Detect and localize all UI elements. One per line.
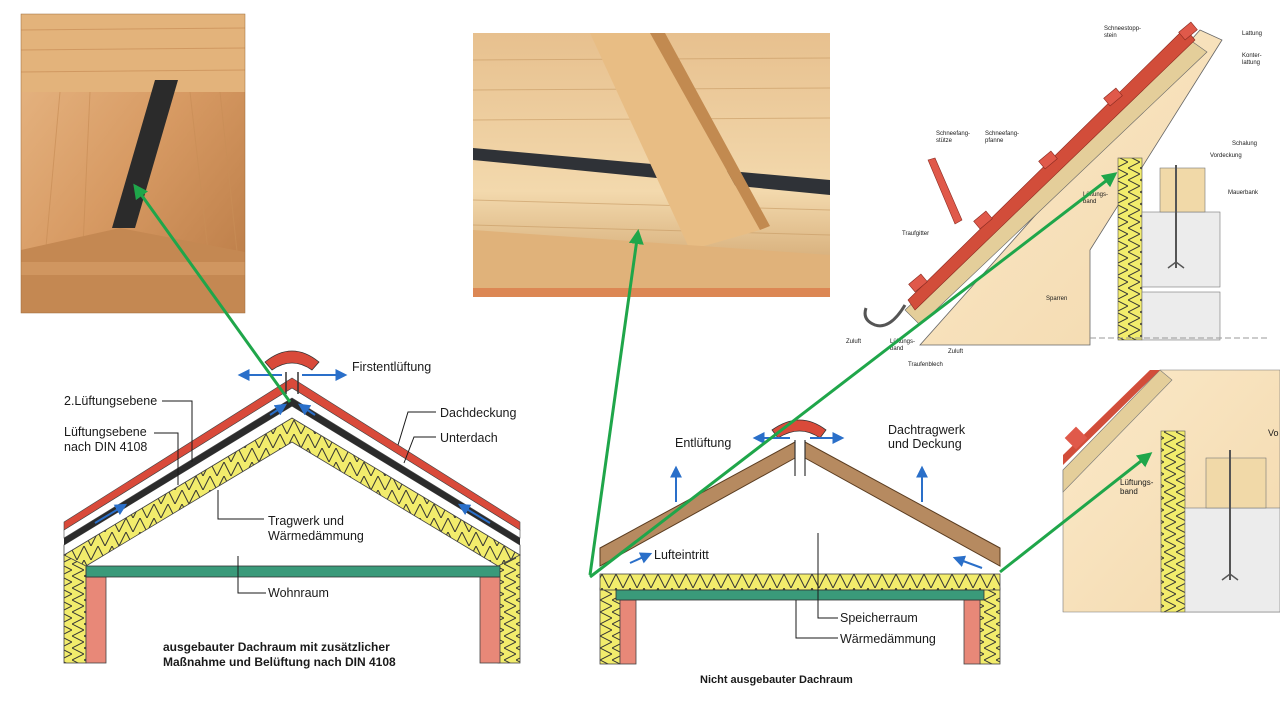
label-firstentlueftung: Firstentlüftung [352, 360, 431, 374]
arrow-to-detail-top [589, 172, 1118, 579]
photo-ceiling-middle [472, 33, 831, 297]
detail-bottom-labels: Lüftungs- band Vo [1120, 428, 1279, 496]
label-tragwerk-1: Tragwerk und [268, 514, 344, 528]
detail-top-labels: Schneestopp- stein Lattung Konter- lattu… [846, 26, 1262, 368]
label-lueftungsband-c2: band [1120, 487, 1138, 496]
label-schneestopp-2: stein [1104, 33, 1117, 39]
label-schneestopp-1: Schneestopp- [1104, 26, 1141, 32]
label-lueftungsebene-2: nach DIN 4108 [64, 440, 147, 454]
label-sparren: Sparren [1046, 296, 1067, 302]
label-traufgitter: Traufgitter [902, 231, 929, 237]
label-mauerbank: Mauerbank [1228, 190, 1259, 196]
label-lueftungsband-1: Lüftungs- [1083, 192, 1108, 198]
arrow-to-photo-middle [588, 229, 644, 576]
label-schneefangstuetze-2: stütze [936, 138, 953, 144]
caption-middle: Nicht ausgebauter Dachraum [700, 674, 853, 686]
label-traufenblech: Traufenblech [908, 362, 943, 368]
label-lueftungsband-b2: band [890, 346, 903, 352]
label-zuluft-1: Zuluft [846, 339, 861, 345]
caption-left-2: Maßnahme und Belüftung nach DIN 4108 [163, 655, 396, 669]
connector-arrows [133, 172, 1153, 579]
label-konter-1: Konter- [1242, 53, 1262, 59]
label-vo-cut: Vo [1268, 428, 1279, 438]
label-vordeckung: Vordeckung [1210, 153, 1242, 159]
label-konter-2: lattung [1242, 60, 1260, 66]
arrow-to-photo-left [133, 183, 292, 403]
label-zuluft-2: Zuluft [948, 349, 963, 355]
detail-eaves-bottom [1062, 369, 1280, 613]
label-dachtragwerk-2: und Deckung [888, 437, 962, 451]
label-speicherraum: Speicherraum [840, 611, 918, 625]
label-schneefangstuetze-1: Schneefang- [936, 131, 970, 137]
diagram-unconverted-attic: Entlüftung Dachtragwerk und Deckung Luft… [599, 419, 1001, 686]
label-lufteintritt: Lufteintritt [654, 548, 709, 562]
label-entlueftung: Entlüftung [675, 436, 731, 450]
label-dachtragwerk-1: Dachtragwerk [888, 423, 966, 437]
label-unterdach: Unterdach [440, 431, 498, 445]
label-wohnraum: Wohnraum [268, 586, 329, 600]
label-lueftungsband-2: band [1083, 199, 1096, 205]
diagram-converted-attic: Firstentlüftung 2.Lüftungsebene Lüftungs… [63, 350, 521, 669]
detail-eaves-top [863, 21, 1270, 346]
label-lueftungsband-c1: Lüftungs- [1120, 478, 1154, 487]
label-lattung: Lattung [1242, 31, 1262, 37]
arrow-to-detail-bottom [999, 452, 1153, 574]
label-lueftungsebene-1: Lüftungsebene [64, 425, 147, 439]
label-schalung: Schalung [1232, 141, 1257, 147]
label-dachdeckung: Dachdeckung [440, 406, 516, 420]
label-tragwerk-2: Wärmedämmung [268, 529, 364, 543]
label-schneefangpfanne-1: Schneefang- [985, 131, 1019, 137]
label-schneefangpfanne-2: pfanne [985, 138, 1004, 144]
caption-left-1: ausgebauter Dachraum mit zusätzlicher [163, 640, 390, 654]
label-2-lueftungsebene: 2.Lüftungsebene [64, 394, 157, 408]
label-waermedaemmung-middle: Wärmedämmung [840, 632, 936, 646]
photo-ceiling-left [20, 13, 246, 314]
label-lueftungsband-b1: Lüftungs- [890, 339, 915, 345]
